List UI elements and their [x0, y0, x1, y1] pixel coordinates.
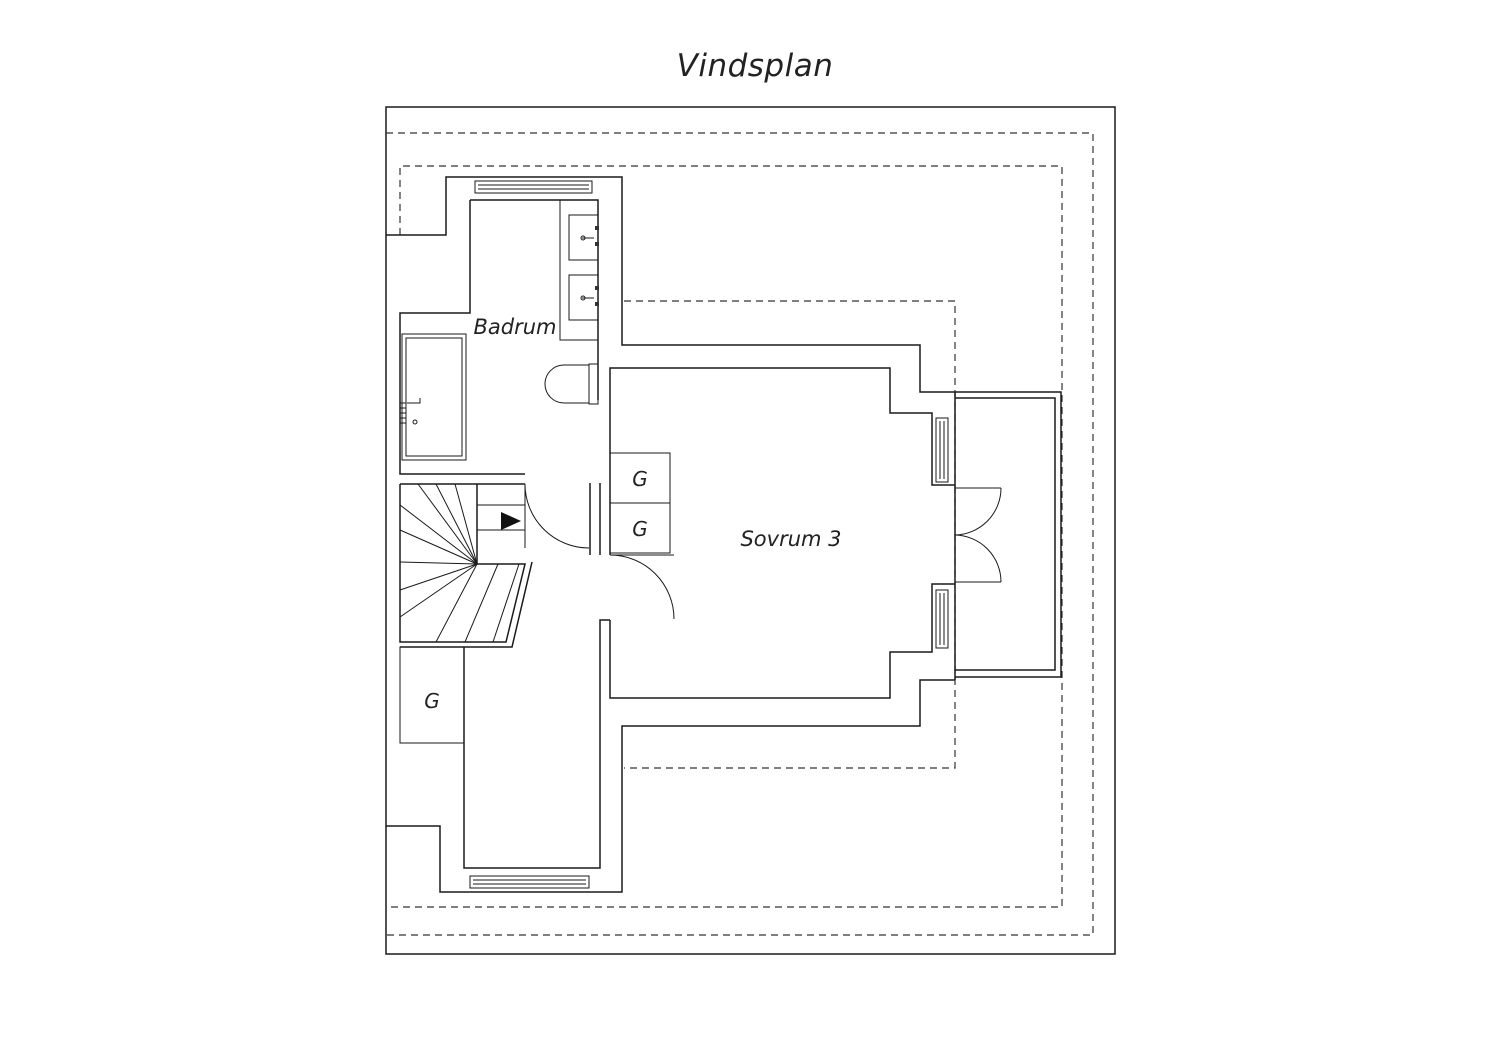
room-label-bathroom: Badrum: [473, 315, 556, 339]
closet-label: G: [632, 467, 648, 491]
bathroom-fixtures: [399, 199, 599, 461]
sink-1: [568, 214, 599, 261]
closet-label: G: [424, 689, 440, 713]
plan-title: Vindsplan: [676, 48, 834, 84]
windows: [469, 180, 949, 889]
closets: [399, 452, 671, 744]
sink-2: [568, 274, 599, 321]
closet-label: G: [632, 517, 648, 541]
staircase: [399, 483, 533, 648]
bathtub: [401, 333, 467, 461]
stair-direction-arrow: [501, 512, 521, 530]
walls: [386, 176, 1062, 893]
outer-frame: [385, 106, 1116, 955]
toilet: [544, 364, 589, 404]
doors: [524, 483, 1002, 620]
room-label-bedroom: Sovrum 3: [740, 527, 841, 551]
